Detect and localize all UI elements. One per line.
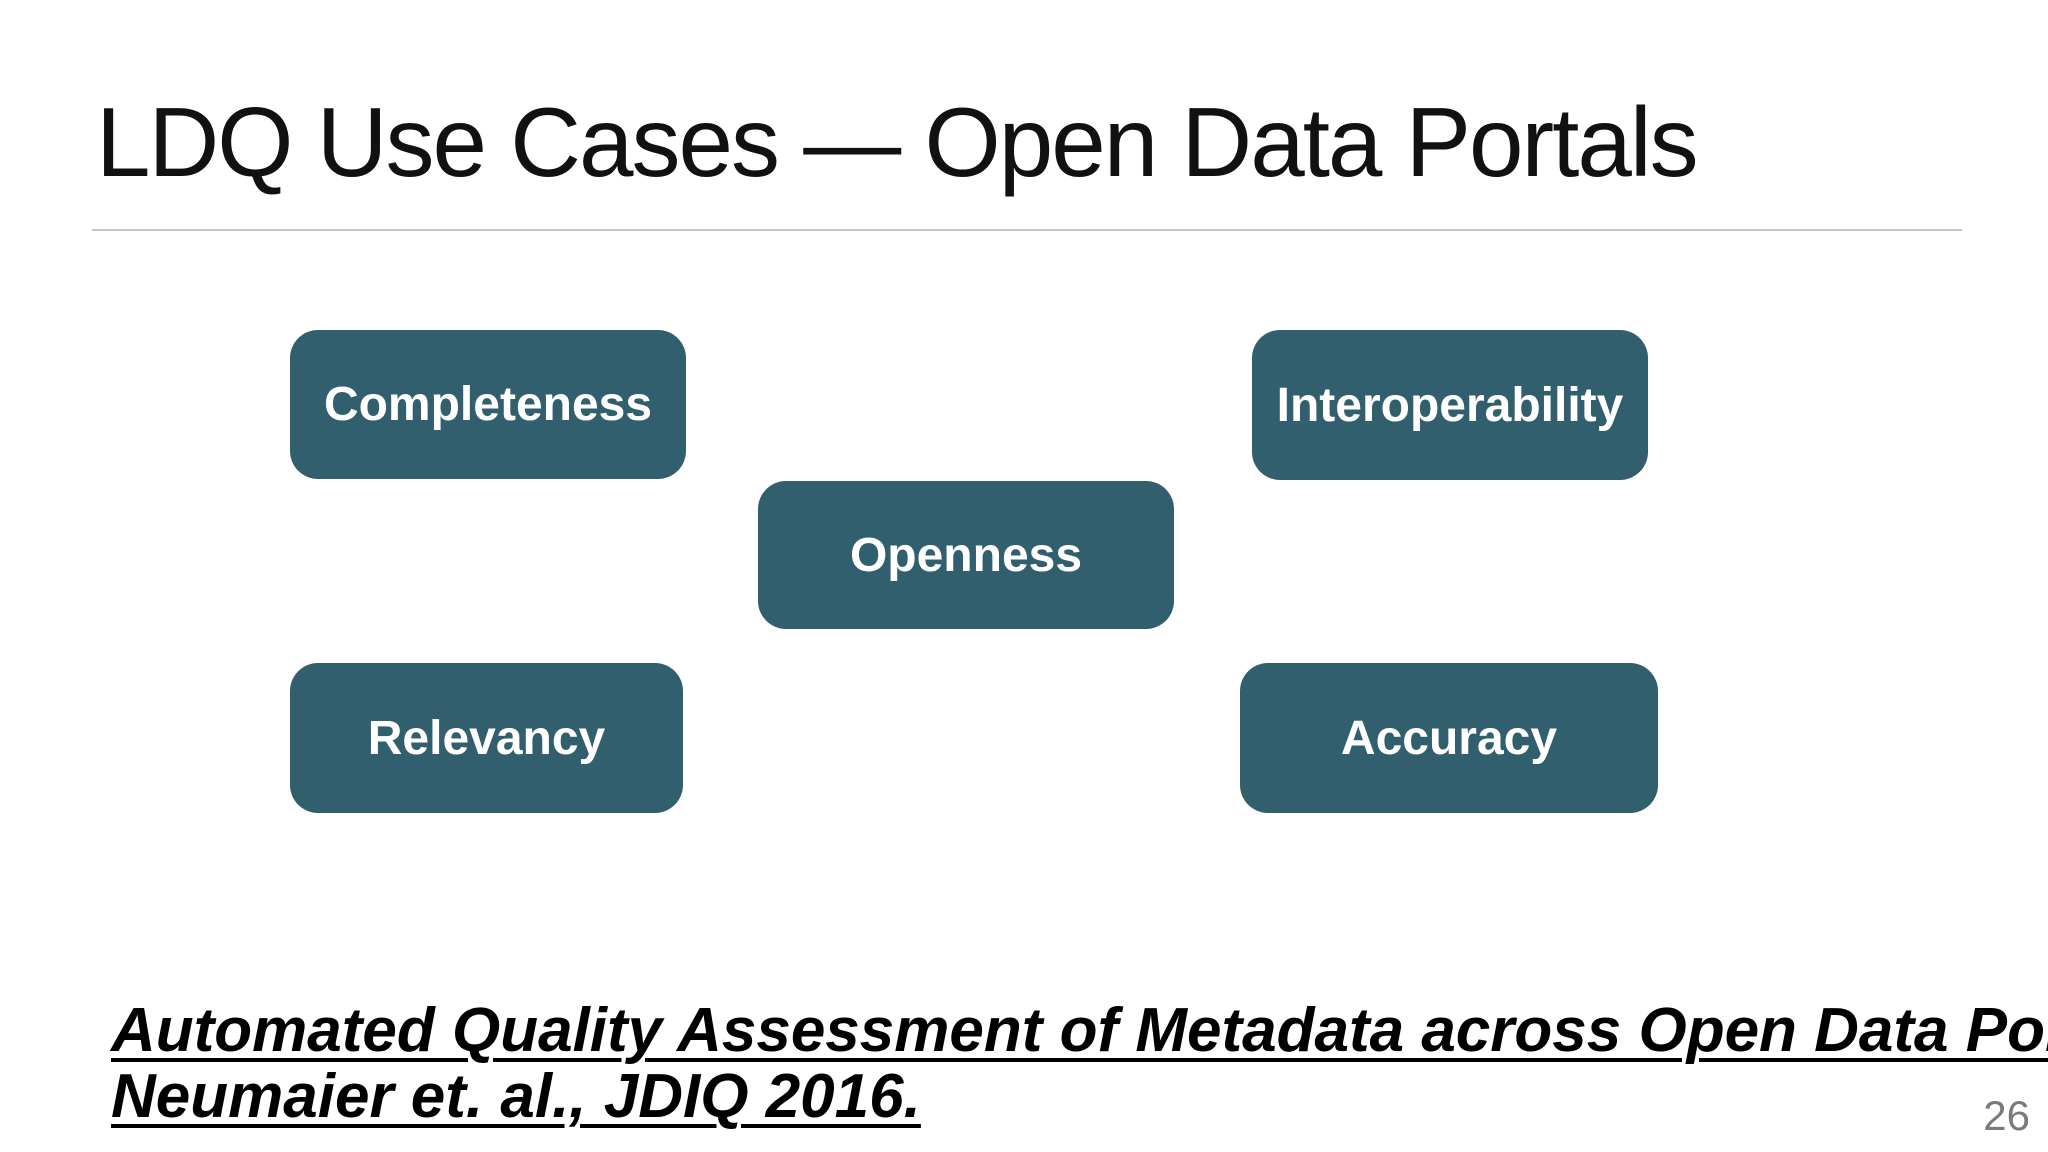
page-number: 26	[1983, 1092, 2030, 1139]
box-completeness-label: Completeness	[323, 378, 653, 431]
citation-line-2[interactable]: Neumaier et. al., JDIQ 2016.	[111, 1062, 921, 1131]
box-accuracy: Accuracy	[1240, 663, 1658, 813]
box-openness: Openness	[758, 481, 1174, 629]
citation-line-1[interactable]: Automated Quality Assessment of Metadata…	[111, 996, 2048, 1065]
box-openness-label: Openness	[849, 528, 1083, 582]
box-accuracy-label: Accuracy	[1340, 711, 1558, 765]
title-divider	[92, 229, 1962, 231]
citation[interactable]: Automated Quality Assessment of Metadata…	[111, 998, 2048, 1130]
box-interoperability-label: Interoperability	[1276, 378, 1624, 432]
box-relevancy: Relevancy	[290, 663, 683, 813]
box-relevancy-label: Relevancy	[367, 711, 606, 765]
box-interoperability: Interoperability	[1252, 330, 1648, 480]
box-completeness: Completeness	[290, 330, 686, 479]
slide-title: LDQ Use Cases — Open Data Portals	[96, 87, 1699, 197]
